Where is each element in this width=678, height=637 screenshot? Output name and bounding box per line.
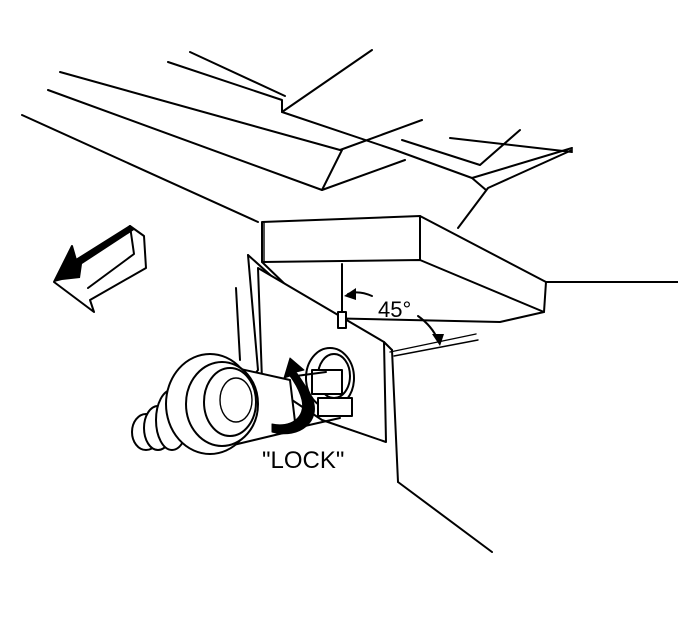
angle-label: 45° <box>378 297 411 322</box>
upper-body-panels <box>21 49 573 229</box>
rotate-arrow-icon <box>271 357 315 435</box>
reference-line <box>337 263 347 329</box>
floor-block <box>261 215 678 323</box>
direction-arrow-icon <box>53 225 147 313</box>
angle-arrow-start <box>344 288 373 300</box>
lock-label: "LOCK" <box>262 447 344 474</box>
lamp-socket-assembly <box>131 347 355 455</box>
angle-arrow-end <box>417 315 444 346</box>
